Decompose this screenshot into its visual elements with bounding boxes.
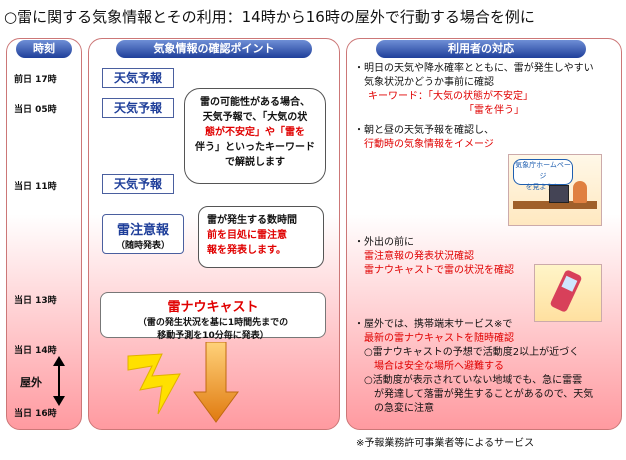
response-block-3: ・外出の前に 雷注意報の発表状況確認 雷ナウキャストで雷の状況を確認 [354,237,514,276]
person-icon [573,181,587,203]
office-illustration: 気象庁ホームページ を見よう！ [508,154,602,226]
page-title: ○雷に関する気象情報とその利用：14時から16時の屋外で行動する場合を例に [4,8,535,26]
mobile-phone-icon [549,269,583,313]
forecast-explanation-bubble: 雷の可能性がある場合、 天気予報で、「大気の状 態が不安定」や「雷を 伴う」とい… [184,88,326,184]
forecast-box: 天気予報 [102,98,174,118]
time-label: 当日 05時 [14,105,57,115]
footnote: ※予報業務許可事業者等によるサービス [356,438,535,449]
thunder-warning-box: 雷注意報 （随時発表） [102,214,184,254]
time-header: 時刻 [16,40,72,58]
nowcast-box: 雷ナウキャスト （雷の発生状況を基に1時間先までの 移動予測を10分毎に発表） [100,292,326,341]
time-label: 当日 11時 [14,182,57,192]
response-block-2: ・朝と昼の天気予報を確認し、 行動時の気象情報をイメージ [354,125,494,150]
speech-sign: 気象庁ホームページ を見よう！ [513,159,573,191]
response-block-1: ・明日の天気や降水確率とともに、雷が発生しやすい 気象状況かどうか事前に確認 キ… [354,63,594,116]
forecast-box: 天気予報 [102,68,174,88]
double-arrow-icon [53,356,65,406]
check-points-header: 気象情報の確認ポイント [116,40,312,58]
time-panel [6,38,82,430]
user-response-header: 利用者の対応 [376,40,586,58]
user-response-panel [346,38,622,430]
time-label: 当日 13時 [14,296,57,306]
response-block-4: ・屋外では、携帯端末サービス※で 最新の雷ナウキャストを随時確認 ○雷ナウキャス… [354,319,594,414]
outdoor-label: 屋外 [20,376,42,389]
computer-icon [549,185,569,203]
time-label: 当日 14時 [14,346,57,356]
forecast-box: 天気予報 [102,174,174,194]
lightning-icon [127,353,181,415]
time-label: 前日 17時 [14,75,57,85]
time-label: 当日 16時 [14,409,57,419]
down-arrow-icon [193,342,239,423]
mobile-phone-illustration [534,264,602,322]
desk [513,201,597,209]
warning-explanation-bubble: 雷が発生する数時間 前を目処に雷注意 報を発表します。 [198,206,324,268]
